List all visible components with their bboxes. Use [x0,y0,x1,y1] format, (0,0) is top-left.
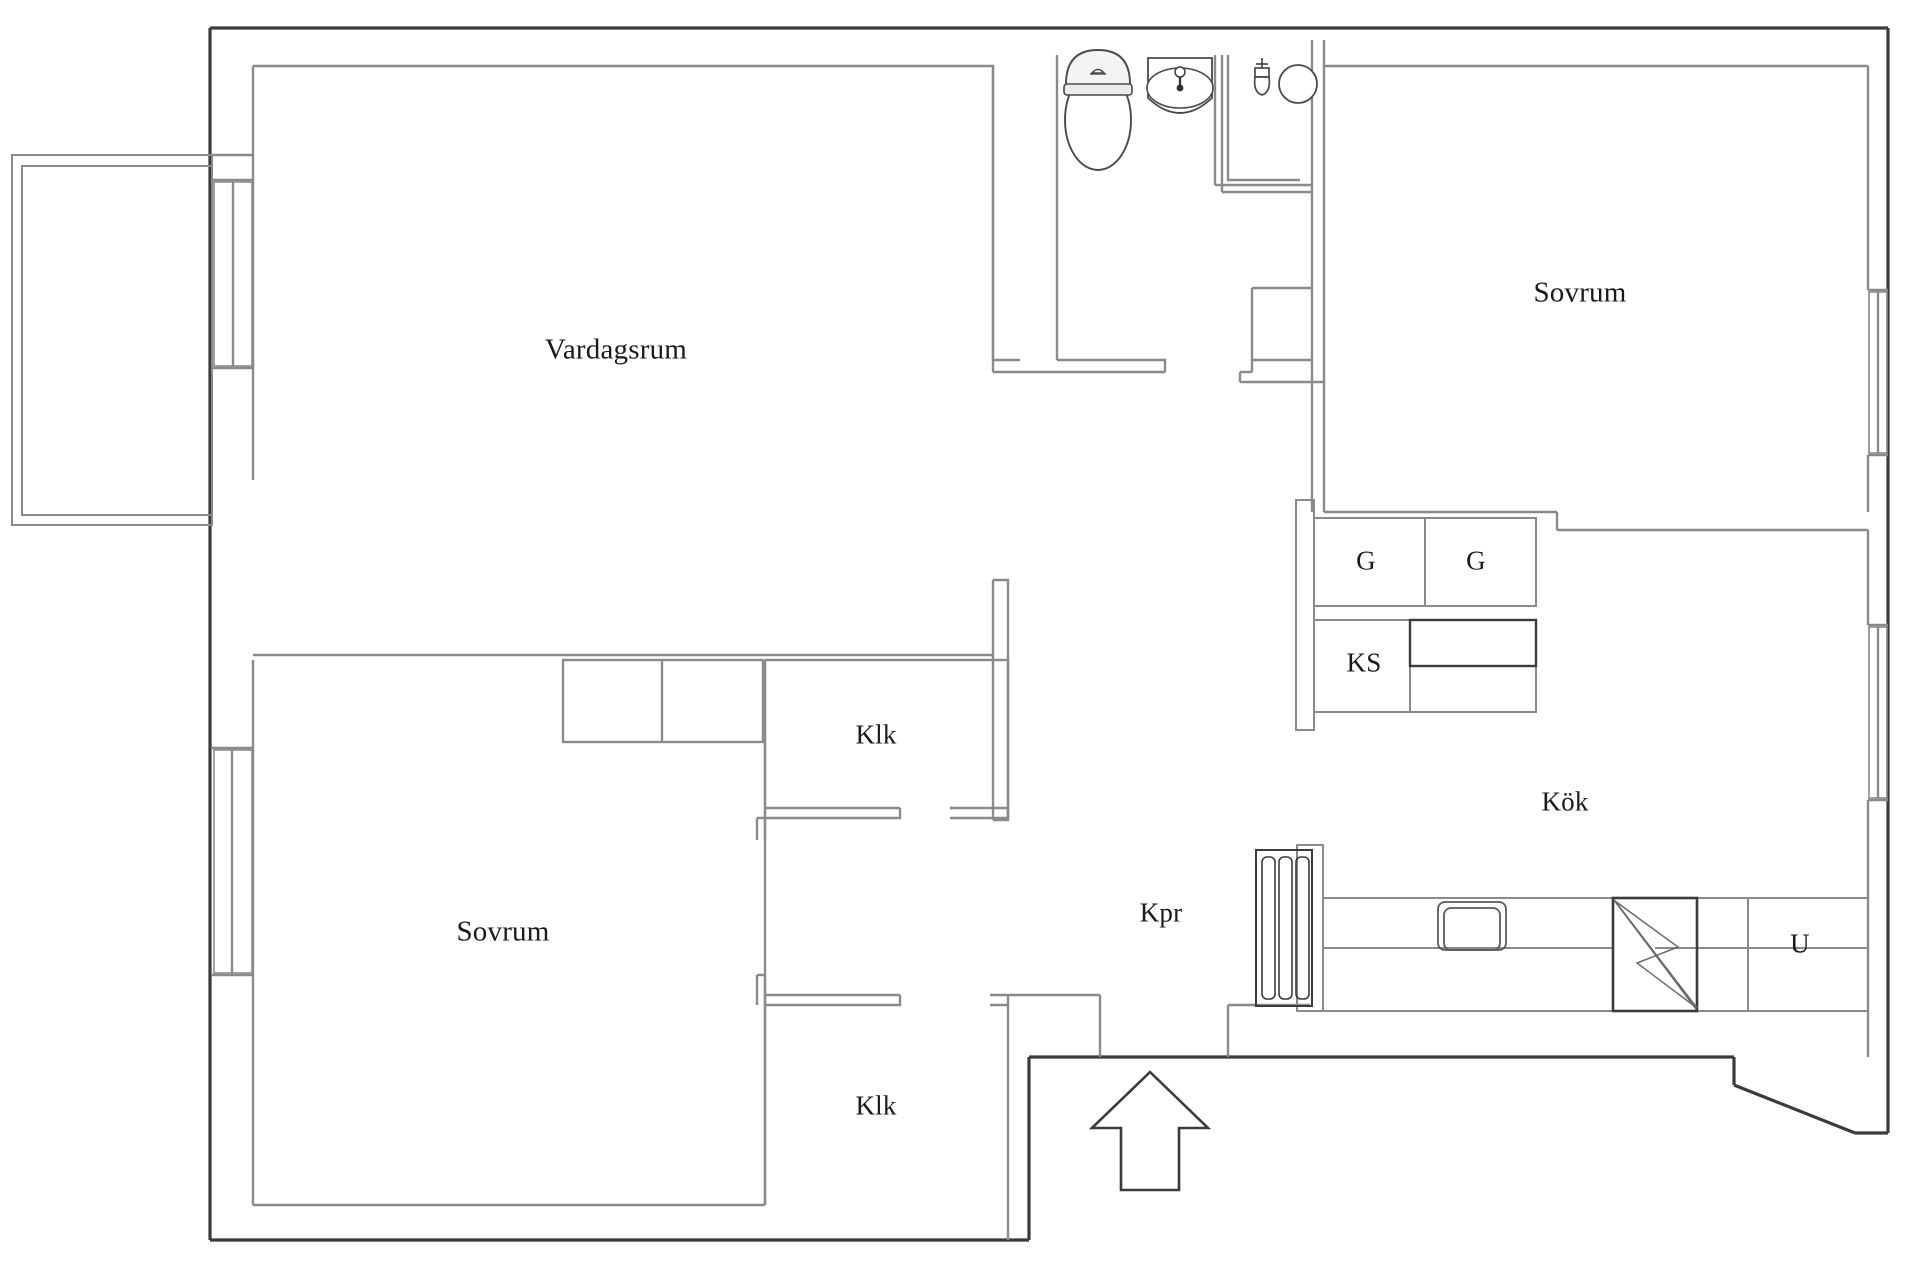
kitchen-sink-fixture [1437,901,1507,951]
kok-walls [1555,512,1888,1057]
room-label-klk-lower: Klk [855,1090,897,1121]
sovrum-upper-walls [1324,64,1888,514]
kitchen-counter-upper [1408,618,1538,668]
cabinet-label-g-right: G [1466,545,1486,576]
entrance-direction-arrow [1088,1070,1212,1192]
cabinet-label-u: U [1790,928,1810,959]
cabinet-label-g-left: G [1356,545,1376,576]
shower-fixture [1253,58,1318,104]
kitchen-wall-cabinets [1295,499,1537,731]
toilet-fixture [1063,49,1133,171]
room-label-klk-upper: Klk [855,719,897,750]
room-label-vardagsrum: Vardagsrum [544,333,688,366]
room-label-sovrum-upper: Sovrum [1533,276,1627,309]
radiator-fixture [1255,849,1313,1007]
interior-walls [212,40,1326,1240]
stove-fixture [1611,896,1699,1013]
room-label-sovrum-lower: Sovrum [456,915,550,948]
wash-basin-fixture [1146,57,1214,114]
exterior-walls [208,26,1890,1242]
room-label-kok: Kök [1541,786,1589,817]
cabinet-label-ks: KS [1346,647,1382,678]
balcony-left [11,154,213,526]
room-label-kapprum: Kpr [1139,897,1183,928]
kitchen-counter-run [1296,844,1868,1012]
